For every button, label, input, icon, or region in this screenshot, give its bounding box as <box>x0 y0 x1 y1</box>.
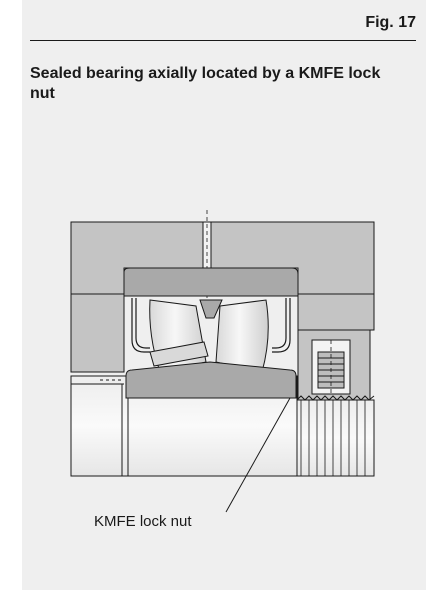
bearing-rollers <box>149 299 269 373</box>
bearing-seals <box>131 298 291 353</box>
callout-leader-line <box>225 397 291 513</box>
figure-title: Sealed bearing axially located by a KMFE… <box>30 65 381 102</box>
bearing-inner-ring <box>125 361 297 399</box>
lock-nut-callout-label: KMFE lock nut <box>94 513 192 530</box>
figure-number: Fig. 17 <box>365 14 416 31</box>
threaded-shaft-end <box>296 395 375 477</box>
kmfe-lock-nut <box>297 329 371 401</box>
bearing-outer-ring <box>123 267 299 297</box>
header-rule <box>30 40 416 41</box>
